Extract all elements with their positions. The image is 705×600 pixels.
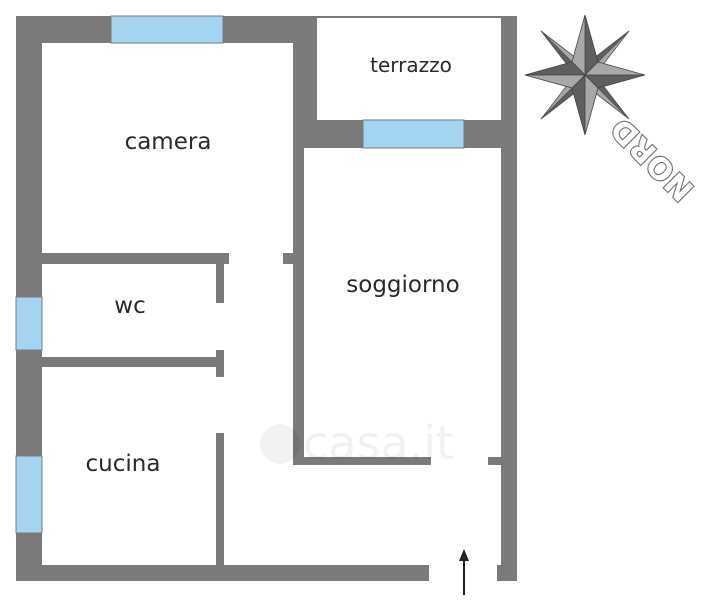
compass-label: NORD <box>604 110 701 207</box>
wall-soggiorno-bottom <box>293 457 431 465</box>
wall-soggiorno-left-lower <box>293 264 304 465</box>
window-wc <box>15 296 43 351</box>
watermark-text: casa.it <box>303 416 454 470</box>
wall-camera-wc <box>42 253 229 264</box>
walls <box>16 16 517 581</box>
room-label-terrazzo: terrazzo <box>370 53 452 77</box>
wall-soggiorno-jamb <box>283 253 304 264</box>
compass-rose-icon <box>524 14 646 136</box>
window-camera <box>110 15 224 44</box>
window-soggiorno <box>362 119 465 149</box>
room-label-soggiorno: soggiorno <box>346 272 459 298</box>
wall-wc-jamb-bottom <box>216 350 224 377</box>
wall-soggiorno-bottom-right <box>488 457 504 465</box>
watermark-logo <box>260 424 300 464</box>
watermark: casa.it <box>260 416 454 470</box>
wall-right <box>501 16 517 581</box>
wall-soggiorno-left <box>293 148 304 253</box>
room-label-wc: wc <box>114 293 145 319</box>
entrance-arrow-icon <box>459 549 469 595</box>
windows <box>15 15 465 534</box>
room-label-cucina: cucina <box>86 451 161 477</box>
window-cucina <box>15 455 43 534</box>
wall-wc-cucina <box>42 357 224 367</box>
wall-terrace-top <box>317 16 501 18</box>
wall-wc-jamb-top <box>216 253 224 303</box>
wall-cucina-right <box>216 433 224 573</box>
room-label-camera: camera <box>125 129 212 155</box>
